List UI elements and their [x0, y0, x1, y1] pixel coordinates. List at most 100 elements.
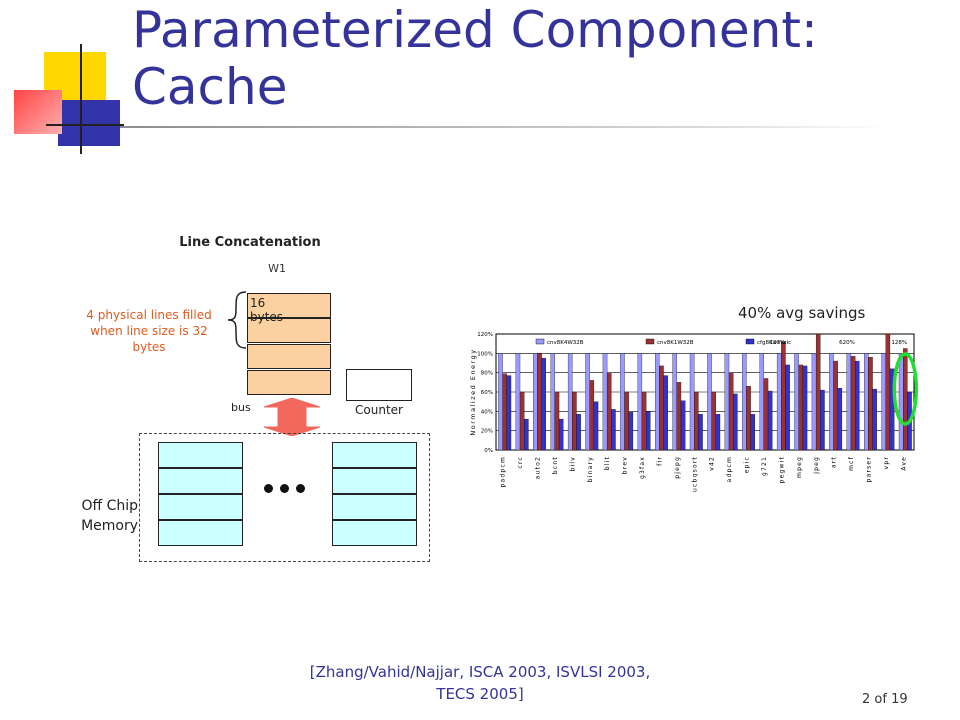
y-tick-label: 60% [481, 390, 493, 396]
memory-cell [158, 494, 243, 520]
logo-vertical-line [80, 44, 82, 154]
concatenation-note: 4 physical lines filled when line size i… [86, 308, 212, 354]
bar-cfg8Kwovsic [524, 418, 529, 451]
bar-cnv8K1W32B [903, 348, 908, 451]
bar-cnv8K4W32B [655, 353, 660, 451]
memory-cell [158, 468, 243, 494]
bar-cnv8K4W32B [829, 353, 834, 451]
bar-cfg8Kwovsic [541, 358, 546, 451]
logo-horizontal-line [46, 124, 124, 126]
x-tick-label: g3fax [639, 456, 646, 479]
x-tick-label: bcnt [552, 456, 559, 474]
x-tick-label: adpcm [726, 456, 733, 482]
bus-arrow-icon [263, 398, 321, 436]
bar-cfg8Kwovsic [506, 375, 512, 451]
bar-cnv8K4W32B [567, 353, 573, 451]
bar-cfg8Kwovsic [750, 414, 755, 451]
bar-cnv8K1W32B [641, 391, 647, 451]
bar-cnv8K1W32B [850, 356, 856, 451]
x-tick-label: ucbqsort [691, 456, 698, 492]
bar-cfg8Kwovsic [715, 414, 721, 451]
counter-label: Counter [355, 403, 403, 417]
bar-cnv8K1W32B [798, 364, 804, 451]
bar-cfg8Kwovsic [558, 418, 564, 451]
bar-cfg8Kwovsic [767, 390, 773, 451]
bar-cnv8K1W32B [728, 372, 734, 451]
x-tick-label: v42 [709, 456, 716, 471]
bar-cnv8K4W32B [881, 353, 886, 451]
x-tick-label: fir [656, 456, 663, 466]
x-tick-label: padpcm [500, 456, 507, 487]
y-tick-label: 100% [477, 351, 493, 357]
bar-cfg8Kwovsic [628, 412, 634, 451]
word-label: W1 [268, 262, 286, 275]
x-tick-label: mpeg [796, 456, 803, 478]
highlight-ellipse [892, 352, 919, 426]
x-tick-label: crc [517, 456, 524, 469]
x-tick-label: blit [604, 456, 611, 470]
memory-cell [158, 442, 243, 468]
decorative-logo [0, 0, 140, 160]
slide-title: Parameterized Component: Cache [132, 1, 818, 116]
logo-red-square [14, 90, 62, 134]
bar-cfg8Kwovsic [611, 409, 616, 451]
y-tick-label: 120% [477, 332, 493, 338]
counter-box [346, 369, 412, 401]
bar-cnv8K1W32B [694, 391, 699, 451]
bar-cfg8Kwovsic [785, 364, 790, 451]
bar-cnv8K4W32B [689, 353, 695, 451]
bar-cnv8K4W32B [620, 353, 625, 451]
y-tick-label: 40% [481, 409, 493, 415]
off-chip-memory-region [139, 433, 430, 562]
bar-cfg8Kwovsic [593, 401, 599, 451]
bar-cnv8K4W32B [794, 353, 799, 451]
bar-cnv8K4W32B [864, 353, 869, 451]
legend-swatch [645, 338, 655, 345]
bar-cnv8K4W32B [846, 353, 852, 451]
bar-cnv8K1W32B [763, 378, 769, 451]
x-tick-label: jpeg [813, 456, 820, 475]
x-tick-label: g721 [761, 456, 768, 476]
cache-line-2 [247, 318, 331, 343]
bar-cnv8K4W32B [707, 353, 712, 451]
x-tick-label: binary [587, 456, 594, 482]
x-tick-label: bilv [569, 456, 576, 472]
bar-cnv8K1W32B [781, 341, 786, 451]
y-axis-label: Normalized Energy [469, 348, 477, 435]
page-number: 2 of 19 [862, 692, 908, 707]
bar-cnv8K1W32B [624, 391, 629, 451]
legend-label: cfg8Kwovsic [757, 340, 791, 346]
savings-annotation: 40% avg savings [738, 304, 866, 322]
bar-cnv8K1W32B [868, 357, 873, 451]
legend-label: cnv8K1W32B [657, 340, 694, 346]
bar-cnv8K4W32B [637, 353, 643, 451]
bar-cnv8K4W32B [776, 353, 782, 451]
y-tick-label: 0% [484, 448, 493, 454]
cache-line-3 [247, 344, 331, 369]
bar-cfg8Kwovsic [680, 400, 686, 451]
bar-cfg8Kwovsic [872, 388, 877, 451]
bar-cnv8K1W32B [885, 333, 891, 451]
bar-cfg8Kwovsic [802, 365, 808, 451]
bar-cnv8K1W32B [572, 391, 577, 451]
off-chip-memory-label: Off Chip Memory [81, 498, 138, 534]
legend-swatch [535, 338, 545, 345]
bar-cnv8K1W32B [519, 391, 525, 451]
x-tick-label: brev [622, 456, 629, 474]
legend-label: cnv8K4W32B [547, 340, 584, 346]
energy-chart-svg: 0%20%40%60%80%100%120%Normalized Energyp… [469, 332, 919, 492]
title-underline [120, 126, 890, 128]
bar-cfg8Kwovsic [645, 411, 651, 451]
memory-cell [158, 520, 243, 546]
bar-cnv8K1W32B [746, 386, 751, 451]
bar-cnv8K4W32B [898, 353, 904, 451]
x-tick-label: pegwit [778, 456, 785, 483]
diagram-title: Line Concatenation [179, 235, 321, 250]
y-tick-label: 80% [481, 371, 493, 377]
x-tick-label: Ave [900, 456, 907, 471]
bar-cnv8K1W32B [676, 382, 682, 451]
brace-icon [227, 291, 247, 349]
overflow-annotation: 128% [891, 340, 907, 346]
memory-cell [332, 520, 417, 546]
